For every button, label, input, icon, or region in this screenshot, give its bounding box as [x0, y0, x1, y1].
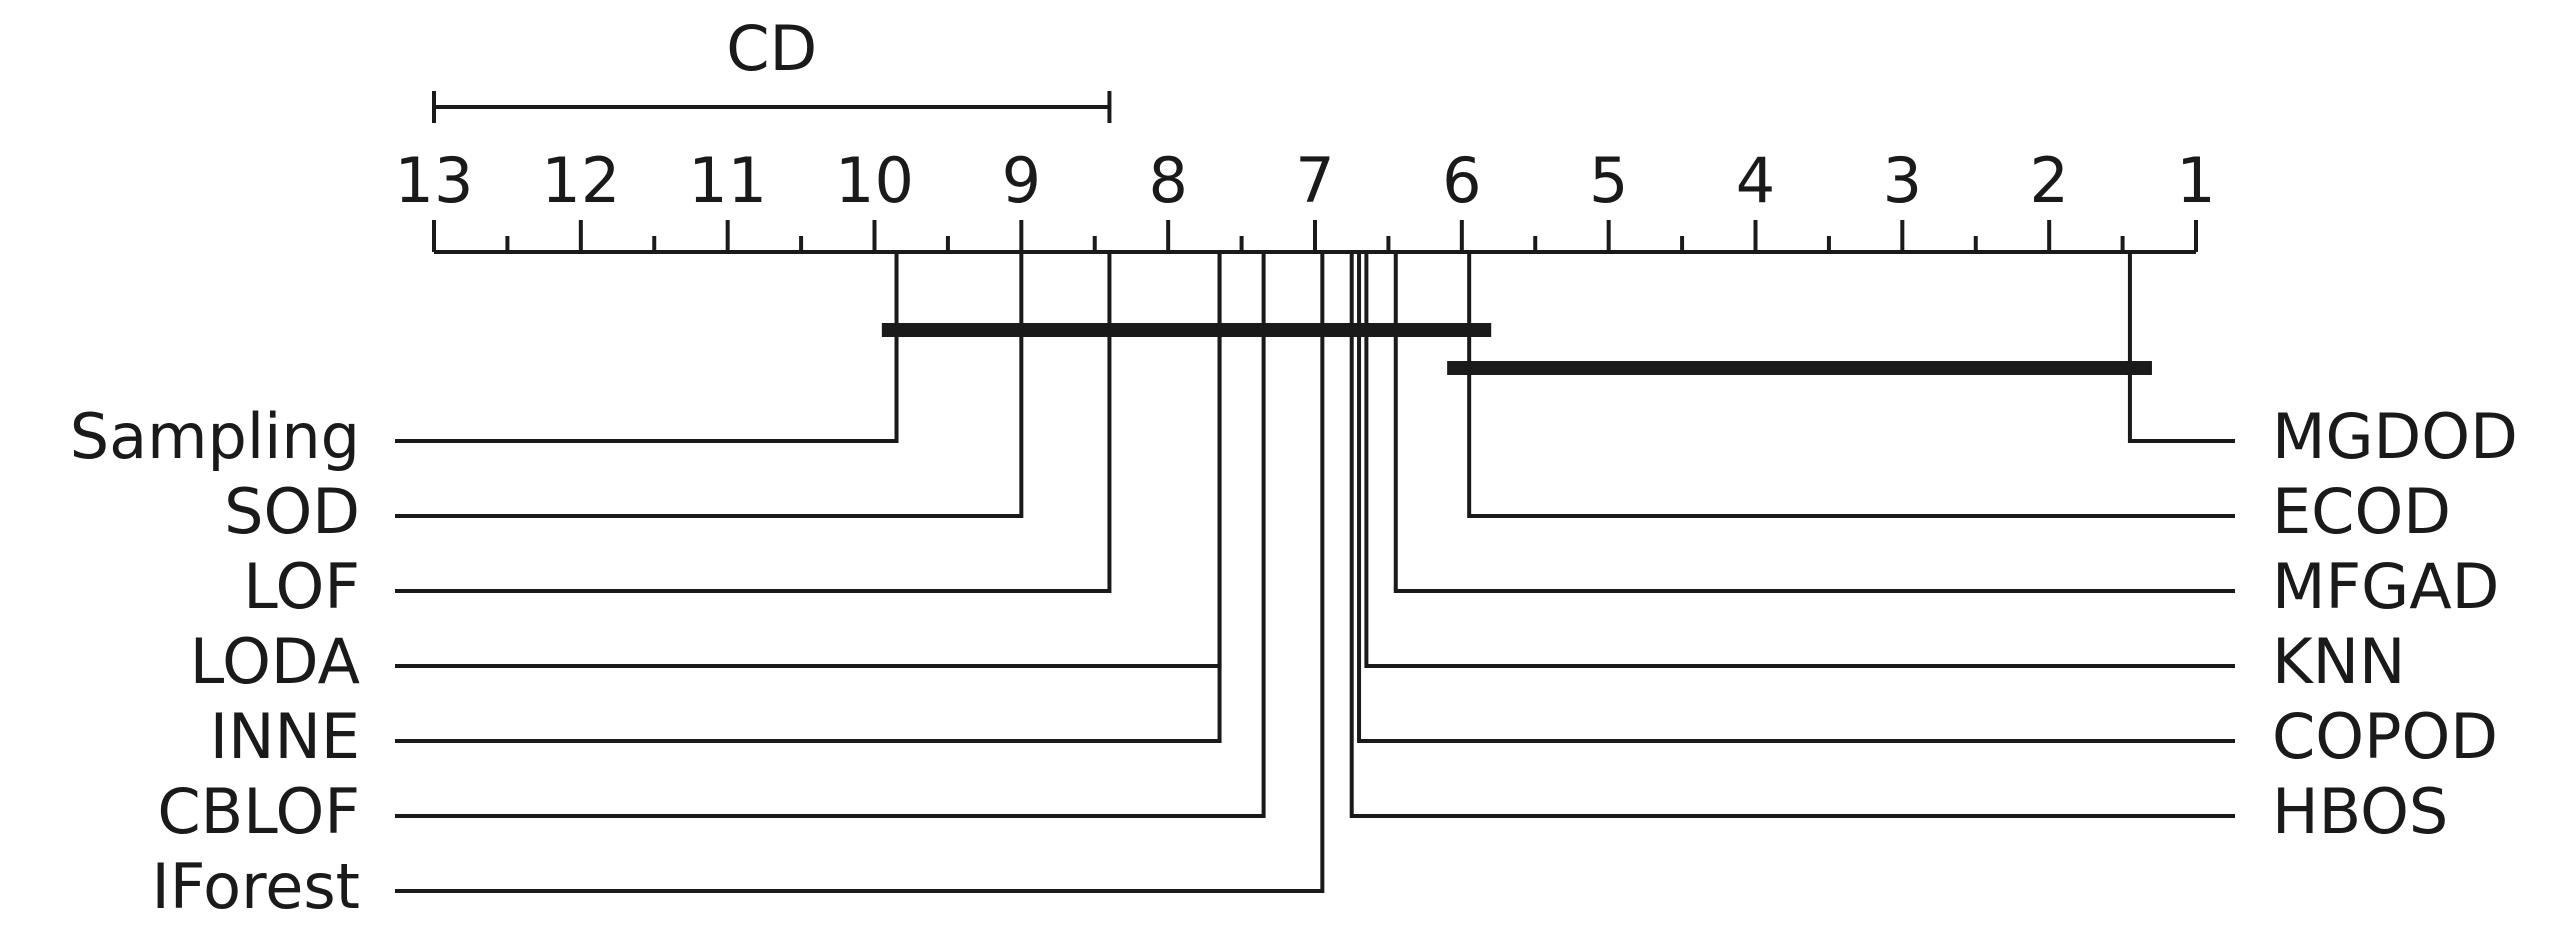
right-method-label: MFGAD [2272, 550, 2499, 623]
right-method-line [1364, 252, 2235, 668]
right-method-label: MGDOD [2272, 400, 2518, 473]
left-method-label: Sampling [70, 400, 360, 473]
tick-label: 7 [1295, 144, 1334, 217]
tick-label: 2 [2029, 144, 2068, 217]
left-method-line [395, 252, 1266, 818]
right-method-label: HBOS [2272, 775, 2448, 848]
right-method-line [2127, 252, 2235, 443]
cd-label: CD [726, 12, 817, 85]
tick-label: 12 [541, 144, 620, 217]
tick-label: 5 [1589, 144, 1628, 217]
tick-label: 3 [1883, 144, 1922, 217]
tick-label: 9 [1002, 144, 1041, 217]
tick-label: 6 [1442, 144, 1481, 217]
left-method-label: SOD [224, 475, 360, 548]
right-method-label: KNN [2272, 625, 2405, 698]
left-method-line [395, 252, 1222, 668]
tick-label: 4 [1736, 144, 1775, 217]
critical-difference-bracket: CD [432, 12, 1112, 123]
left-method-label: LOF [243, 550, 360, 623]
right-method-label: COPOD [2272, 700, 2498, 773]
left-method-line [395, 252, 1325, 893]
tick-label: 1 [2176, 144, 2215, 217]
right-method-line [1349, 252, 2235, 818]
tick-label: 11 [688, 144, 767, 217]
left-method-line [395, 252, 1112, 593]
tick-label: 10 [835, 144, 914, 217]
left-method-label: IForest [151, 850, 360, 923]
left-method-line [395, 252, 899, 443]
right-method-line [1357, 252, 2235, 743]
left-method-line [395, 252, 1024, 518]
left-method-label: INNE [210, 700, 360, 773]
right-method-line [1393, 252, 2235, 593]
right-method-label: ECOD [2272, 475, 2451, 548]
tick-label: 8 [1148, 144, 1187, 217]
tick-label: 13 [395, 144, 474, 217]
left-method-line [395, 252, 1222, 743]
left-method-label: CBLOF [157, 775, 360, 848]
rank-axis: 13 12 11 10 9 8 7 6 5 4 3 2 1 [395, 144, 2216, 254]
left-method-label: LODA [190, 625, 360, 698]
clique-bars [881, 323, 2152, 375]
right-method-line [1467, 252, 2235, 518]
